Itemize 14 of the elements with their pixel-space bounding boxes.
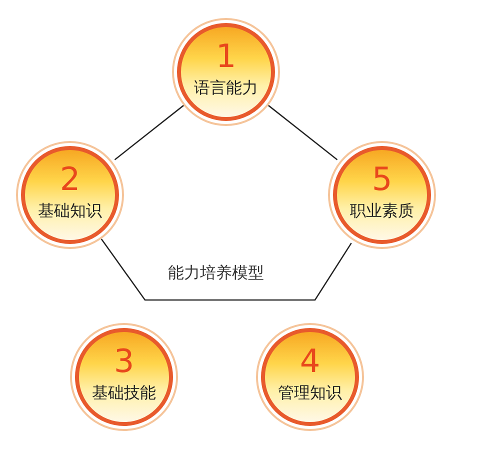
- node-label: 管理知识: [278, 382, 342, 404]
- connector-line: [114, 104, 184, 160]
- node-number: 4: [300, 344, 320, 376]
- node-number: 3: [114, 344, 134, 376]
- diagram-label: 能力培养模型: [168, 263, 264, 284]
- node-label: 基础技能: [92, 382, 156, 404]
- node-number: 1: [216, 40, 236, 72]
- node-label: 职业素质: [350, 200, 414, 222]
- node-number: 2: [60, 162, 80, 194]
- node-label: 语言能力: [194, 78, 258, 98]
- connector-line: [100, 238, 352, 301]
- node-label: 基础知识: [38, 200, 102, 222]
- node-number: 5: [372, 162, 392, 194]
- connector-line: [268, 104, 338, 160]
